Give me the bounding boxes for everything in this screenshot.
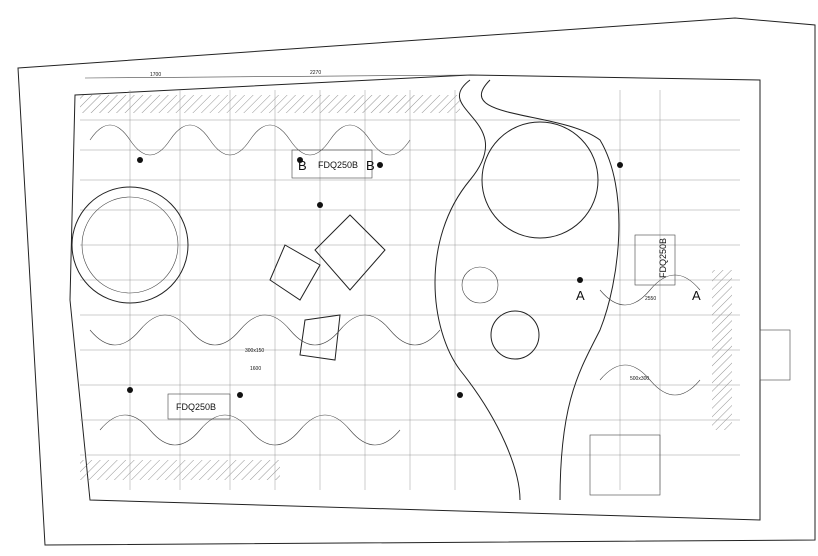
diamond-void-2: [269, 244, 321, 301]
round-column: [461, 266, 499, 304]
equipment-box-1: [291, 149, 373, 179]
dimension-text: 1700: [150, 72, 161, 78]
dimension-text: 2550: [645, 296, 656, 302]
duct-run-1: [89, 124, 411, 156]
hatched-wall-top: [80, 95, 460, 113]
equipment-box-2: [167, 393, 231, 420]
duct-run-5: [599, 364, 701, 396]
round-room-left: [71, 186, 189, 304]
void-3: [299, 314, 341, 361]
site-boundary: [17, 17, 816, 546]
diamond-void: [314, 214, 386, 291]
equipment-label: FDQ250B: [658, 238, 668, 278]
dimension-text: 2270: [310, 70, 321, 76]
dimension-text: 1600: [250, 366, 261, 372]
building-outline: [69, 74, 761, 521]
column-markers: [127, 157, 623, 398]
section-mark-a: A: [576, 288, 585, 303]
grid-lines: [80, 90, 740, 490]
stair-block: [589, 434, 661, 496]
duct-run-3: [99, 414, 401, 446]
section-mark-b: B: [298, 158, 307, 173]
equipment-label: FDQ250B: [176, 402, 216, 412]
door-right: [759, 329, 791, 381]
section-mark-b: B: [366, 158, 375, 173]
round-room-small: [490, 310, 540, 360]
curved-corridor: [434, 79, 521, 501]
duct-run-4: [599, 274, 701, 306]
equipment-box-3: [634, 234, 676, 286]
curved-corridor-2: [480, 79, 620, 501]
equipment-label: FDQ250B: [318, 160, 358, 170]
section-mark-a: A: [692, 288, 701, 303]
round-room-inner: [81, 196, 179, 294]
round-room-center: [481, 121, 599, 239]
dimension-text: 500x300: [630, 376, 649, 382]
dimension-text: 300x150: [245, 348, 264, 354]
duct-run-2: [89, 314, 441, 346]
dimension-line-top: [84, 74, 471, 79]
